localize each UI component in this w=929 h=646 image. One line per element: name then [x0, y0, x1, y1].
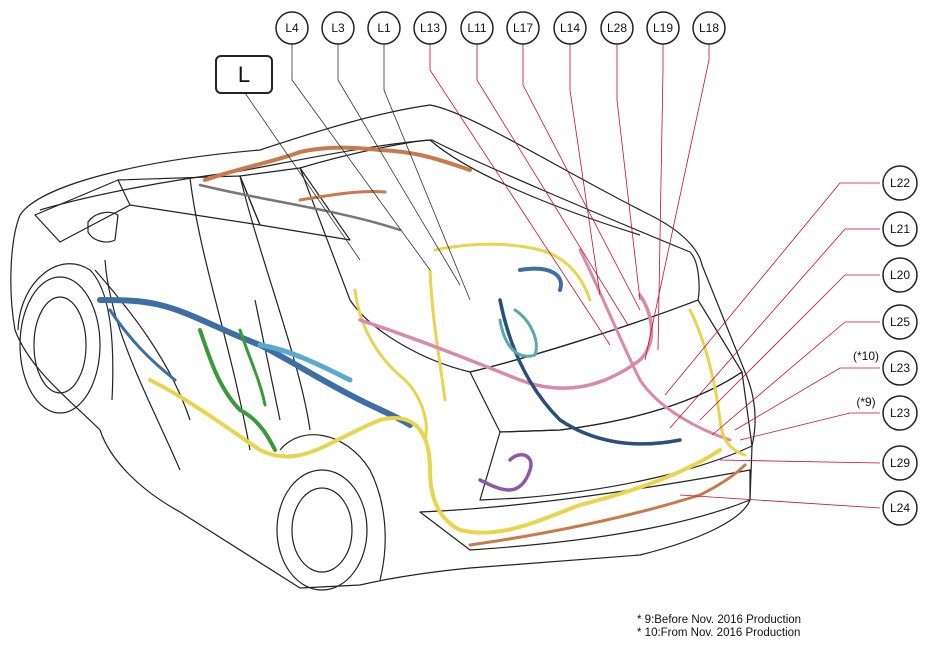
- callout-l25-label: L25: [890, 315, 910, 329]
- callout-l23-before-qualifier: (*9): [856, 395, 875, 409]
- callout-l21-label: L21: [890, 222, 910, 236]
- footnote-10: * 10:From Nov. 2016 Production: [637, 627, 801, 639]
- footnote-9: * 9:Before Nov. 2016 Production: [637, 614, 802, 626]
- callout-l24-label: L24: [890, 501, 910, 515]
- callout-l23-from: (*10) L23: [853, 349, 918, 386]
- callout-l28: L28: [600, 11, 634, 45]
- callout-l19: L19: [646, 11, 680, 45]
- callout-l22: L22: [882, 165, 918, 201]
- callout-l18-label: L18: [699, 21, 719, 35]
- callout-l3-label: L3: [331, 21, 345, 35]
- right-connector-callouts: L22 L21 L20 L25 (*10) L23 (*9) L23 L29: [853, 165, 918, 526]
- callout-l11: L11: [460, 11, 494, 45]
- callout-l4-label: L4: [285, 21, 299, 35]
- callout-l28-label: L28: [607, 21, 627, 35]
- callout-l23-before: (*9) L23: [856, 395, 918, 431]
- callout-l20: L20: [882, 257, 918, 293]
- callout-l14: L14: [553, 11, 587, 45]
- callout-l29-label: L29: [890, 456, 910, 470]
- callout-l4: L4: [275, 11, 309, 45]
- callout-l13-label: L13: [420, 21, 440, 35]
- callout-l25: L25: [882, 304, 918, 340]
- callout-l3: L3: [321, 11, 355, 45]
- callout-l24: L24: [882, 490, 918, 526]
- callout-l23-before-label: L23: [890, 406, 910, 420]
- callout-l1: L1: [367, 11, 401, 45]
- callout-l17-label: L17: [513, 21, 533, 35]
- callout-l1-label: L1: [377, 21, 391, 35]
- section-l-label: L: [238, 62, 250, 87]
- callout-l19-label: L19: [653, 21, 673, 35]
- vehicle-outline: [10, 104, 756, 591]
- callout-l13: L13: [413, 11, 447, 45]
- callout-l14-label: L14: [560, 21, 580, 35]
- callout-l22-label: L22: [890, 176, 910, 190]
- leader-lines: [244, 44, 881, 509]
- callout-l23-from-label: L23: [890, 361, 910, 375]
- callout-l21: L21: [882, 211, 918, 247]
- callout-l17: L17: [506, 11, 540, 45]
- callout-l11-label: L11: [467, 21, 486, 35]
- callout-l23-from-qualifier: (*10): [853, 349, 879, 363]
- top-connector-callouts: L4 L3 L1 L13 L11 L17 L14 L28: [275, 11, 726, 45]
- section-l-callout: L: [215, 55, 273, 94]
- callout-l29: L29: [882, 445, 918, 481]
- callout-l20-label: L20: [890, 268, 910, 282]
- wire-harnesses: [97, 145, 747, 547]
- callout-l18: L18: [692, 11, 726, 45]
